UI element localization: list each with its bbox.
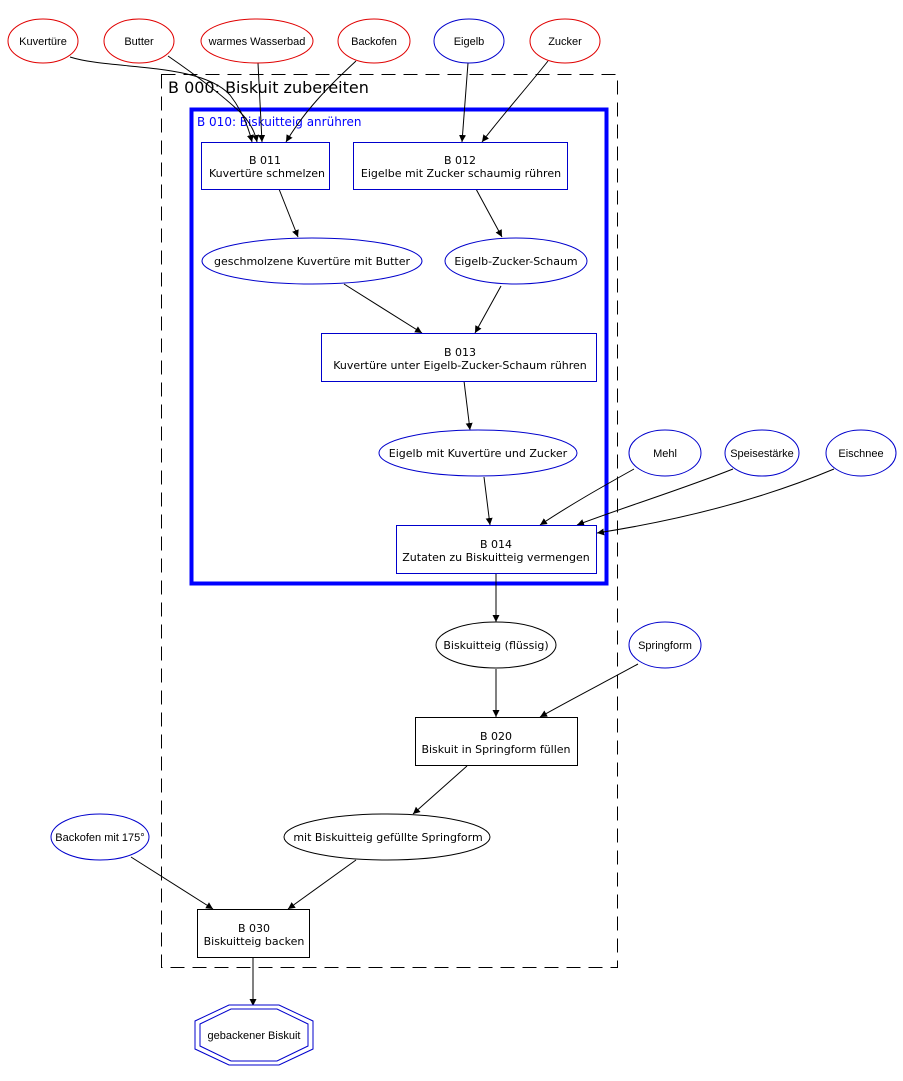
process-b012-label: Eigelbe mit Zucker schaumig rühren [361,167,561,180]
edge-gefuellt-b030 [287,859,357,910]
node-eigelb[interactable]: Eigelb [433,18,505,64]
edge-speisestaerke-b014 [576,468,734,526]
node-teig-label: Biskuitteig (flüssig) [443,639,548,652]
node-mehl-label: Mehl [653,448,677,460]
node-eigelbkuv-label: Eigelb mit Kuvertüre und Zucker [389,447,568,460]
edge-springform-b020 [539,663,639,718]
process-b014-code: B 014 [480,538,512,551]
edge-schaum-b013 [474,285,502,334]
edge-eischnee-b014 [596,468,835,536]
node-speisestaerke[interactable]: Speisestärke [724,429,800,477]
edges [69,55,835,1006]
node-eischnee-label: Eischnee [838,448,883,460]
edge-mehl-b014 [539,468,635,526]
process-b011-label: Kuvertüre schmelzen [209,167,325,180]
node-geschmolzen-label: geschmolzene Kuvertüre mit Butter [214,255,411,268]
edge-butter-b011 [167,55,260,143]
edge-eigelbkuv-b014 [483,476,493,526]
process-b013-label: Kuvertüre unter Eigelb-Zucker-Schaum rüh… [333,359,587,372]
node-gebacken[interactable]: gebackener Biskuit [194,1004,314,1066]
process-b030-code: B 030 [238,922,270,935]
edge-backofen175-b030 [130,856,214,910]
process-b013[interactable]: B 013 Kuvertüre unter Eigelb-Zucker-Scha… [321,333,597,382]
cluster-b000: B 000: Biskuit zubereiten [161,74,618,968]
node-geschmolzen[interactable]: geschmolzene Kuvertüre mit Butter [201,237,423,285]
edge-b013-eigelbkuv [463,380,473,431]
cluster-b000-title: B 000: Biskuit zubereiten [168,78,369,97]
node-backofen175-label: Backofen mit 175° [55,832,144,844]
node-eigelbkuv[interactable]: Eigelb mit Kuvertüre und Zucker [378,429,578,477]
node-schaum-label: Eigelb-Zucker-Schaum [454,255,577,268]
process-b014[interactable]: B 014 Zutaten zu Biskuitteig vermengen [396,525,597,574]
node-kuvertuere[interactable]: Kuvertüre [7,18,79,64]
edge-geschmolzen-b013 [343,283,423,334]
process-b030-label: Biskuitteig backen [204,935,305,948]
process-b012-code: B 012 [444,154,476,167]
node-gefuellt-label: mit Biskuitteig gefüllte Springform [293,831,482,844]
edge-backofen-b011 [285,60,357,143]
node-wasserbad-label: warmes Wasserbad [208,36,306,48]
process-b020-label: Biskuit in Springform füllen [421,743,570,756]
process-b012[interactable]: B 012 Eigelbe mit Zucker schaumig rühren [353,142,568,190]
edge-b012-schaum [475,188,503,238]
node-eischnee[interactable]: Eischnee [825,429,897,477]
process-b020[interactable]: B 020 Biskuit in Springform füllen [415,717,578,766]
node-backofen175[interactable]: Backofen mit 175° [50,813,150,861]
node-springform-label: Springform [638,640,692,652]
cluster-b010: B 010: Biskuitteig anrühren [189,107,609,586]
process-b011-code: B 011 [249,154,281,167]
node-kuvertuere-label: Kuvertüre [19,36,67,48]
node-gebacken-label: gebackener Biskuit [208,1030,301,1042]
edge-zucker-b012 [481,60,549,143]
node-butter[interactable]: Butter [103,18,175,64]
process-b014-label: Zutaten zu Biskuitteig vermengen [402,551,589,564]
node-backofen-label: Backofen [351,36,397,48]
node-teig[interactable]: Biskuitteig (flüssig) [435,621,557,669]
node-zucker[interactable]: Zucker [529,18,601,64]
cluster-b010-title: B 010: Biskuitteig anrühren [197,115,361,129]
node-wasserbad[interactable]: warmes Wasserbad [200,18,314,64]
node-eigelb-label: Eigelb [454,36,485,48]
process-b011[interactable]: B 011 Kuvertüre schmelzen [201,142,330,190]
edge-wasserbad-b011 [257,62,266,143]
edge-kuvertuere-b011 [69,56,254,143]
node-springform[interactable]: Springform [628,621,702,669]
process-b020-code: B 020 [480,730,512,743]
edge-b020-gefuellt [412,765,468,815]
process-b030[interactable]: B 030 Biskuitteig backen [197,909,310,958]
node-butter-label: Butter [124,36,154,48]
node-speisestaerke-label: Speisestärke [730,448,794,460]
node-gefuellt[interactable]: mit Biskuitteig gefüllte Springform [283,813,491,861]
node-schaum[interactable]: Eigelb-Zucker-Schaum [444,237,588,285]
node-mehl[interactable]: Mehl [628,429,702,477]
edge-b011-geschmolzen [278,188,299,238]
node-zucker-label: Zucker [548,36,582,48]
node-backofen[interactable]: Backofen [337,18,411,64]
edge-eigelb-b012 [459,62,469,143]
process-b013-code: B 013 [444,346,476,359]
